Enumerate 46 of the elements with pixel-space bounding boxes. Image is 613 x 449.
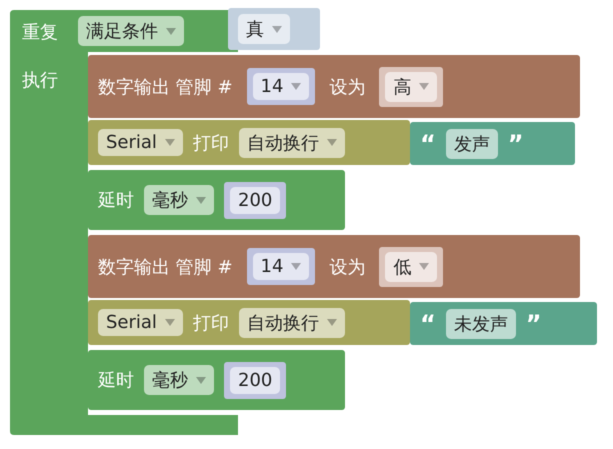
- dropdown: 毫秒: [144, 365, 214, 395]
- quote-mark: ”: [508, 130, 524, 158]
- input-field: 未发声: [446, 308, 516, 338]
- block-label: 延时: [98, 369, 134, 392]
- dropdown: Serial: [98, 309, 183, 336]
- block-label: 延时: [98, 189, 134, 212]
- dropdown: 14: [252, 73, 310, 100]
- serial-print-block: [88, 120, 410, 165]
- block-label: 数字输出 管脚 #: [98, 256, 233, 278]
- dropdown: 低: [385, 252, 438, 282]
- text-block: [410, 302, 597, 345]
- repeat-block: [10, 10, 238, 435]
- dropdown: 14: [252, 253, 310, 280]
- value-block: [379, 246, 444, 286]
- input-field: 200: [230, 366, 280, 394]
- quote-mark: “: [420, 310, 436, 338]
- value-block: [224, 182, 286, 218]
- value-block: [224, 362, 286, 398]
- input-field: 200: [230, 186, 280, 214]
- block-label: 设为: [329, 76, 366, 98]
- value-block: [246, 68, 316, 105]
- dropdown: 真: [238, 14, 290, 44]
- block-label: 数字输出 管脚 #: [98, 76, 233, 98]
- text-block: [410, 122, 575, 165]
- digital-write-block: [88, 235, 580, 298]
- block-label: 设为: [329, 256, 366, 278]
- digital-write-block: [88, 55, 580, 118]
- block-label: 打印: [192, 132, 229, 154]
- quote-mark: ”: [526, 310, 542, 338]
- dropdown: 自动换行: [238, 308, 345, 338]
- dropdown: 满足条件: [78, 16, 184, 46]
- value-block: [246, 248, 316, 285]
- dropdown: 毫秒: [144, 185, 214, 215]
- delay-block: [88, 350, 345, 410]
- boolean-block: [228, 8, 320, 50]
- dropdown: 高: [385, 72, 438, 102]
- block-label: 重复: [22, 21, 58, 44]
- dropdown: Serial: [98, 129, 183, 156]
- serial-print-block: [88, 300, 410, 345]
- delay-block: [88, 170, 345, 230]
- dropdown: 自动换行: [238, 128, 345, 158]
- value-block: [379, 66, 444, 106]
- input-field: 发声: [446, 128, 498, 158]
- block-label: 执行: [22, 69, 58, 92]
- block-label: 打印: [192, 312, 229, 334]
- quote-mark: “: [420, 130, 436, 158]
